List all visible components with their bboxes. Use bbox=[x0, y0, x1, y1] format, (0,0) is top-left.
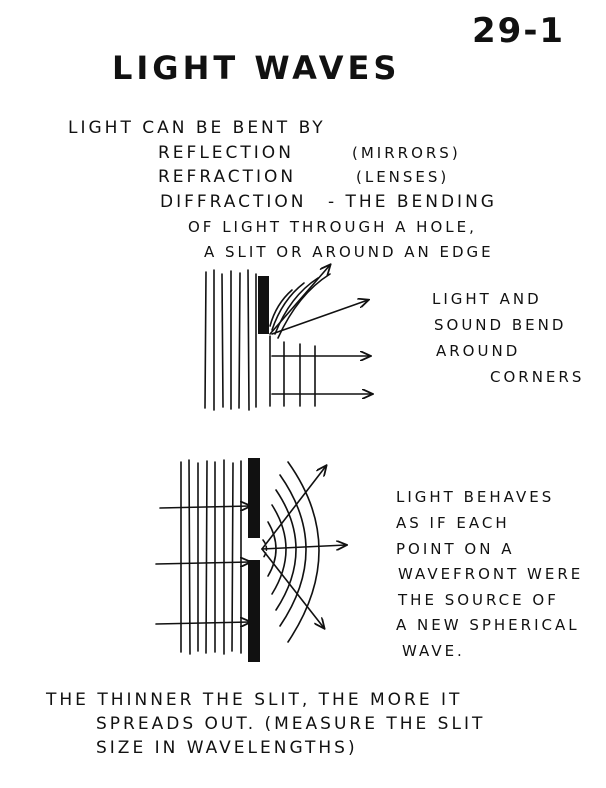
incoming-arrow bbox=[155, 562, 250, 564]
figure2-caption-1: Light behaves bbox=[396, 488, 555, 506]
figure2-caption-5: the source of bbox=[398, 591, 559, 609]
figure2-caption-2: as if each bbox=[396, 514, 510, 532]
item-diffraction: Diffraction bbox=[160, 192, 307, 212]
slit-barrier-top bbox=[248, 458, 260, 538]
figure2-caption-6: a new spherical bbox=[396, 616, 580, 634]
diffraction-arrow bbox=[271, 300, 368, 335]
curved-wavefront bbox=[269, 289, 293, 327]
spreading-arrow bbox=[261, 548, 324, 628]
figure2-caption-4: wavefront were bbox=[398, 565, 584, 583]
conclusion-line-1: The thinner the slit, the more it bbox=[46, 690, 463, 710]
wavefront-line bbox=[205, 460, 208, 654]
wavefront-line bbox=[221, 273, 224, 408]
incoming-arrow bbox=[159, 506, 250, 508]
conclusion-line-3: size in wavelengths) bbox=[96, 738, 358, 758]
barrier-edge bbox=[258, 276, 269, 334]
conclusion-line-2: spreads out. (measure the slit bbox=[96, 714, 486, 734]
spherical-wavefront bbox=[279, 474, 307, 627]
page-title: Light Waves bbox=[112, 49, 401, 87]
wavefront-line bbox=[188, 459, 191, 655]
spherical-wavefront bbox=[271, 504, 287, 595]
intro-lead: Light can be bent by bbox=[68, 118, 326, 138]
figure1-caption-2: sound bend bbox=[434, 316, 567, 334]
spreading-arrow bbox=[261, 466, 326, 550]
figure1-caption-3: around bbox=[436, 342, 521, 360]
figure2-caption-7: wave. bbox=[402, 642, 465, 660]
figure2-caption-3: point on a bbox=[396, 540, 515, 558]
spreading-arrow bbox=[261, 545, 346, 549]
item-refraction: Refraction bbox=[158, 167, 297, 187]
wavefront-line bbox=[231, 462, 234, 652]
slit-diffraction-figure bbox=[155, 459, 250, 655]
spherical-wavefront bbox=[287, 461, 320, 643]
curved-wavefront bbox=[274, 277, 319, 335]
page-number: 29-1 bbox=[472, 11, 566, 51]
diffraction-arrow bbox=[269, 265, 330, 335]
diffraction-line-1: of light through a hole, bbox=[188, 218, 477, 236]
curved-wavefront bbox=[277, 273, 331, 339]
item-reflection-note: (mirrors) bbox=[352, 144, 461, 162]
figure1-caption-4: corners bbox=[490, 368, 585, 386]
figure1-caption-1: Light and bbox=[432, 290, 542, 308]
wavefront-line bbox=[247, 269, 250, 411]
diffraction-line-2: a slit or around an edge bbox=[204, 243, 494, 261]
item-diffraction-note: - The bending bbox=[328, 192, 497, 212]
wavefront-line bbox=[238, 272, 241, 409]
slit-barrier-bottom bbox=[248, 560, 260, 662]
incoming-arrow bbox=[155, 622, 250, 624]
wavefront-line bbox=[204, 271, 207, 409]
item-reflection: Reflection bbox=[158, 143, 294, 163]
spherical-wavefront bbox=[275, 489, 297, 611]
curved-wavefront bbox=[271, 282, 305, 331]
item-refraction-note: (lenses) bbox=[356, 168, 450, 186]
